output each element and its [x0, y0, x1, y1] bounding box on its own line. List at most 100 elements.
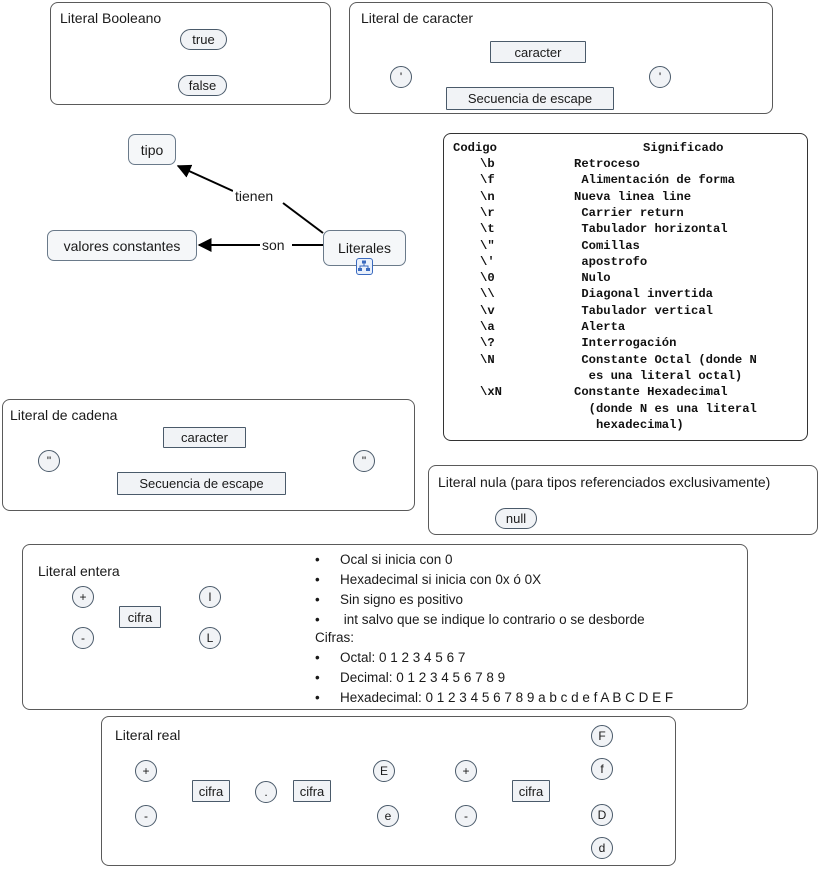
string-literal-title: Literal de cadena [10, 407, 118, 423]
token-open-apostrophe: ' [390, 66, 412, 88]
token-minus: - [135, 805, 157, 827]
escape-meaning: Retroceso [574, 157, 640, 171]
escape-code: \a [480, 320, 495, 334]
escape-code: \t [480, 222, 495, 237]
token-cifra: cifra [293, 780, 331, 802]
bullet-text: Hexadecimal si inicia con 0x ó 0X [340, 572, 542, 587]
escape-meaning: Diagonal invertida [574, 287, 713, 302]
cifras-header: Cifras: [315, 630, 355, 645]
escape-code: \? [480, 336, 495, 351]
escape-table-row: \? Interrogación [444, 335, 807, 351]
token-caracter: caracter [163, 427, 246, 448]
escape-meaning: (donde N es una literal [574, 401, 757, 416]
concept-node-valores-constantes[interactable]: valores constantes [47, 230, 197, 261]
escape-meaning: Comillas [574, 238, 640, 253]
token-plus: + [135, 760, 157, 782]
token-minus: - [455, 805, 477, 827]
token-open-double-quote: " [38, 450, 60, 472]
link-label-son: son [260, 237, 287, 253]
escape-meaning: apostrofo [574, 254, 648, 269]
token-dot: . [255, 781, 277, 803]
escape-table-row: \f Alimentación de forma [444, 172, 807, 188]
escape-meaning: es una literal octal) [574, 368, 743, 383]
token-cifra: cifra [119, 606, 161, 628]
escape-meaning: Interrogación [574, 336, 677, 351]
token-secuencia-escape: Secuencia de escape [446, 87, 614, 110]
token-true: true [180, 29, 227, 50]
escape-table-row: \' apostrofo [444, 254, 807, 270]
escape-table-row: \n Nueva linea line [444, 189, 807, 205]
bullet-text: Decimal: 0 1 2 3 4 5 6 7 8 9 [340, 670, 506, 685]
bullet-dot: • [315, 552, 320, 567]
bullet-dot: • [315, 572, 320, 587]
escape-code: \v [480, 303, 495, 318]
escape-table-row: \r Carrier return [444, 205, 807, 221]
escape-table-row: \\ Diagonal invertida [444, 286, 807, 302]
concept-map-icon[interactable] [356, 258, 373, 275]
boolean-literal-panel: Literal Booleano [50, 2, 331, 105]
real-literal-title: Literal real [115, 727, 181, 743]
token-f-upper: F [591, 725, 613, 747]
escape-meaning: Nueva linea line [574, 189, 692, 204]
escape-meaning: Nulo [574, 271, 611, 286]
escape-code: \0 [480, 271, 495, 286]
token-null: null [495, 508, 537, 529]
bullet-text: Ocal si inicia con 0 [340, 552, 453, 567]
token-minus: - [72, 627, 94, 649]
null-literal-title: Literal nula (para tipos referenciados e… [438, 474, 771, 490]
escape-table-row: (donde N es una literal [444, 401, 807, 417]
char-literal-title: Literal de caracter [361, 10, 474, 26]
bullet-dot: • [315, 690, 320, 705]
escape-table-header: Codigo Significado [444, 140, 807, 156]
escape-meaning: Constante Hexadecimal [574, 385, 728, 400]
bullet-text: Octal: 0 1 2 3 4 5 6 7 [340, 650, 466, 665]
escape-code: \b [480, 157, 495, 171]
token-close-apostrophe: ' [649, 66, 671, 88]
escape-code: \" [480, 238, 495, 253]
header-code: Codigo [453, 141, 497, 155]
escape-meaning: Carrier return [574, 205, 684, 220]
escape-table-row: \0 Nulo [444, 270, 807, 286]
real-literal-panel: Literal real [101, 716, 676, 866]
escape-meaning: hexadecimal) [574, 417, 684, 432]
token-close-double-quote: " [353, 450, 375, 472]
token-plus: + [72, 586, 94, 608]
bullet-text: Sin signo es positivo [340, 592, 464, 607]
link-label-tienen: tienen [233, 188, 276, 204]
token-l-lower: l [199, 586, 221, 608]
escape-meaning: Alerta [574, 320, 626, 334]
escape-table-row: \v Tabulador vertical [444, 303, 807, 319]
escape-code: \' [480, 254, 495, 269]
escape-code: \N [480, 352, 495, 367]
escape-meaning: Alimentación de forma [574, 173, 735, 188]
token-cifra: cifra [512, 780, 550, 802]
escape-meaning: Constante Octal (donde N [574, 352, 757, 367]
escape-meaning: Tabulador vertical [574, 303, 713, 318]
escape-table-row: \t Tabulador horizontal [444, 221, 807, 237]
token-plus: + [455, 760, 477, 782]
escape-code: \n [480, 189, 495, 204]
escape-table-row: \" Comillas [444, 238, 807, 254]
escape-code: \\ [480, 287, 495, 302]
token-d-lower: d [591, 837, 613, 859]
concept-node-tipo[interactable]: tipo [128, 134, 176, 165]
escape-code: \f [480, 173, 495, 188]
bullet-text: Hexadecimal: 0 1 2 3 4 5 6 7 8 9 a b c d… [340, 690, 674, 705]
link-line-tienen [282, 202, 324, 234]
null-literal-panel: Literal nula (para tipos referenciados e… [428, 465, 818, 535]
token-secuencia-escape: Secuencia de escape [117, 472, 286, 495]
bullet-text: int salvo que se indique lo contrario o … [340, 612, 645, 627]
integer-literal-title: Literal entera [38, 563, 120, 579]
token-false: false [178, 75, 227, 96]
token-caracter: caracter [490, 41, 586, 63]
token-l-upper: L [199, 627, 221, 649]
escape-meaning: Tabulador horizontal [574, 222, 728, 237]
escape-table-row: \b Retroceso [444, 156, 807, 172]
token-e-lower: e [377, 805, 399, 827]
token-cifra: cifra [192, 780, 230, 802]
escape-code: \xN [480, 385, 502, 400]
bullet-dot: • [315, 670, 320, 685]
link-arrow-tienen [176, 164, 234, 192]
bullet-dot: • [315, 650, 320, 665]
